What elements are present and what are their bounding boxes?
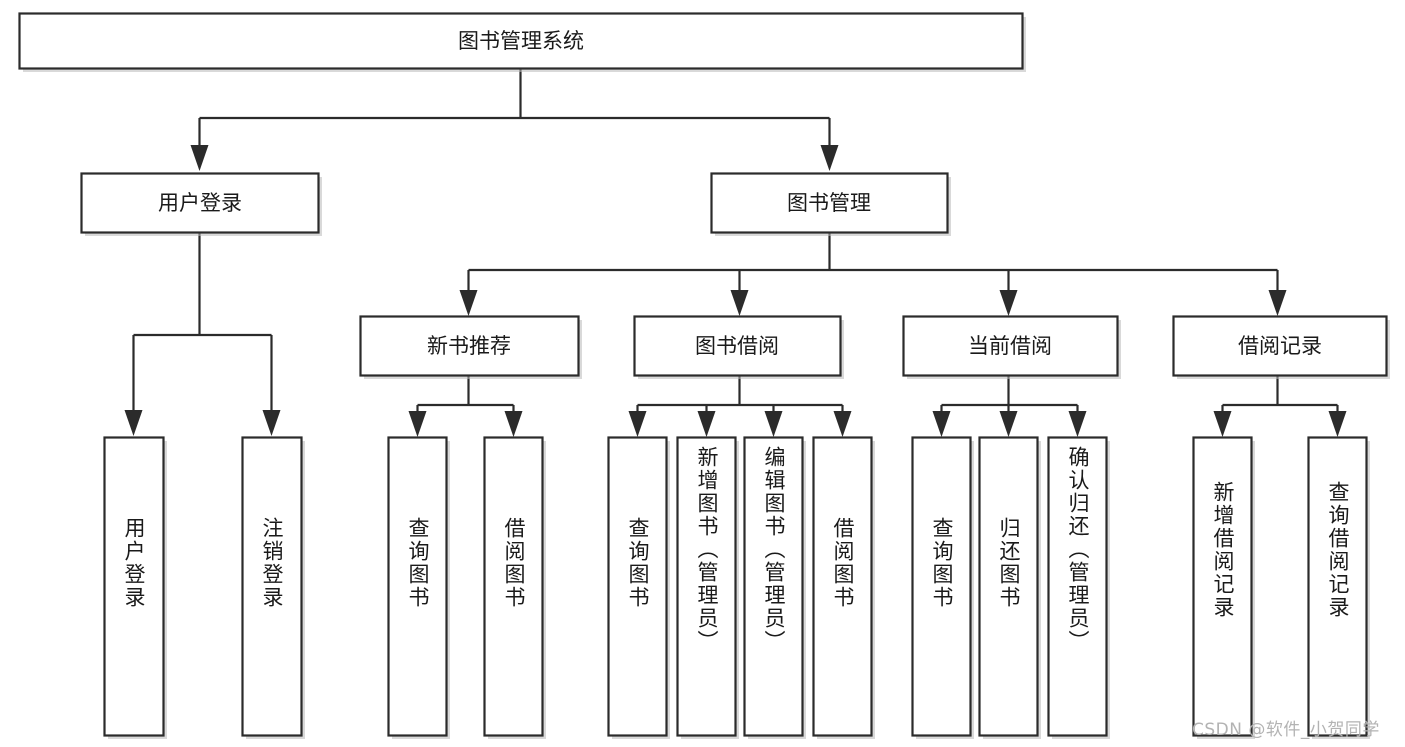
arrowhead-new-book	[459, 290, 478, 316]
arrowhead-record	[1268, 290, 1287, 316]
csdn-watermark: CSDN @软件_小贺同学	[1192, 720, 1380, 740]
node-borrow-leaf-3[interactable]: 编辑图书（管理员）	[743, 436, 807, 740]
node-user-login-label: 用户登录	[158, 191, 242, 215]
node-new-book[interactable]: 新书推荐	[359, 315, 583, 380]
node-borrow-leaf-1[interactable]: 查询图书	[607, 436, 671, 740]
node-borrow-leaf-2-label: 新增图书（管理员）	[695, 446, 719, 653]
connector-layer	[124, 68, 1347, 437]
node-borrow[interactable]: 图书借阅	[633, 315, 845, 380]
node-new-book-box	[359, 315, 580, 377]
node-new-book-leaf-2-label: 借阅图书	[502, 517, 526, 609]
node-current-leaf-2-label: 归还图书	[997, 517, 1021, 609]
node-record-leaf-1-box	[1192, 436, 1253, 737]
arrowhead-current-leaf-2	[999, 411, 1018, 437]
node-record-box	[1172, 315, 1388, 377]
arrowhead-user-login-leaf-2	[262, 410, 281, 436]
node-record-leaf-2-box	[1307, 436, 1368, 737]
arrowhead-current-leaf-1	[932, 411, 951, 437]
node-borrow-leaf-1-box	[607, 436, 668, 737]
node-record[interactable]: 借阅记录	[1172, 315, 1391, 380]
node-root-label: 图书管理系统	[458, 29, 584, 53]
node-current-leaf-2-box	[978, 436, 1039, 737]
node-borrow-leaf-2[interactable]: 新增图书（管理员）	[676, 436, 740, 740]
node-current[interactable]: 当前借阅	[902, 315, 1122, 380]
node-borrow-box	[633, 315, 842, 377]
node-user-login-leaf-1-label: 用户登录	[122, 517, 146, 609]
node-current-leaf-3-label: 确认归还（管理员）	[1066, 446, 1090, 653]
node-borrow-leaf-4-label: 借阅图书	[831, 517, 855, 609]
arrowhead-record-leaf-2	[1328, 411, 1347, 437]
node-record-leaf-2[interactable]: 查询借阅记录	[1307, 436, 1371, 740]
node-current-leaf-1-label: 查询图书	[930, 517, 954, 609]
arrowhead-borrow	[730, 290, 749, 316]
arrowhead-root-to-book-manage	[820, 145, 839, 171]
node-record-label: 借阅记录	[1238, 334, 1322, 358]
node-user-login-box	[80, 172, 320, 234]
node-borrow-leaf-1-label: 查询图书	[626, 517, 650, 609]
node-user-login[interactable]: 用户登录	[80, 172, 323, 237]
node-current-leaf-3[interactable]: 确认归还（管理员）	[1047, 436, 1111, 740]
arrowhead-borrow-leaf-1	[628, 411, 647, 437]
node-current-box	[902, 315, 1119, 377]
node-new-book-leaf-2[interactable]: 借阅图书	[483, 436, 547, 740]
arrowhead-current-leaf-3	[1068, 411, 1087, 437]
node-user-login-leaf-2-label: 注销登录	[260, 517, 284, 609]
node-current-label: 当前借阅	[968, 334, 1052, 358]
node-record-leaf-1-label: 新增借阅记录	[1211, 481, 1235, 619]
node-current-leaf-3-box	[1047, 436, 1108, 737]
arrowhead-borrow-leaf-4	[833, 411, 852, 437]
arrowhead-borrow-leaf-3	[764, 411, 783, 437]
node-book-manage-box	[710, 172, 949, 234]
node-borrow-leaf-3-label: 编辑图书（管理员）	[762, 446, 786, 653]
node-root-box	[18, 12, 1024, 70]
node-borrow-leaf-4-box	[812, 436, 873, 737]
arrowhead-new-book-leaf-2	[504, 411, 523, 437]
node-record-leaf-1[interactable]: 新增借阅记录	[1192, 436, 1256, 740]
arrowhead-record-leaf-1	[1213, 411, 1232, 437]
arrowhead-user-login-leaf-1	[124, 410, 143, 436]
node-user-login-leaf-2-box	[241, 436, 303, 737]
arrowhead-new-book-leaf-1	[408, 411, 427, 437]
node-record-leaf-2-label: 查询借阅记录	[1326, 481, 1350, 619]
node-user-login-leaf-1-box	[103, 436, 165, 737]
arrowhead-borrow-leaf-2	[697, 411, 716, 437]
node-current-leaf-1-box	[911, 436, 972, 737]
node-borrow-leaf-3-box	[743, 436, 804, 737]
node-new-book-label: 新书推荐	[427, 334, 511, 358]
node-new-book-leaf-1-label: 查询图书	[406, 517, 430, 609]
node-book-manage-label: 图书管理	[787, 191, 871, 215]
node-book-manage[interactable]: 图书管理	[710, 172, 952, 237]
node-current-leaf-1[interactable]: 查询图书	[911, 436, 975, 740]
node-borrow-leaf-4[interactable]: 借阅图书	[812, 436, 876, 740]
node-borrow-leaf-2-box	[676, 436, 737, 737]
arrowhead-root-to-user-login	[190, 145, 209, 171]
node-current-leaf-2[interactable]: 归还图书	[978, 436, 1042, 740]
node-new-book-leaf-2-box	[483, 436, 544, 737]
node-user-login-leaf-2[interactable]: 注销登录	[241, 436, 306, 740]
node-borrow-label: 图书借阅	[695, 334, 779, 358]
arrowhead-current	[999, 290, 1018, 316]
node-user-login-leaf-1[interactable]: 用户登录	[103, 436, 168, 740]
node-root[interactable]: 图书管理系统	[18, 12, 1027, 73]
node-new-book-leaf-1-box	[387, 436, 448, 737]
node-new-book-leaf-1[interactable]: 查询图书	[387, 436, 451, 740]
